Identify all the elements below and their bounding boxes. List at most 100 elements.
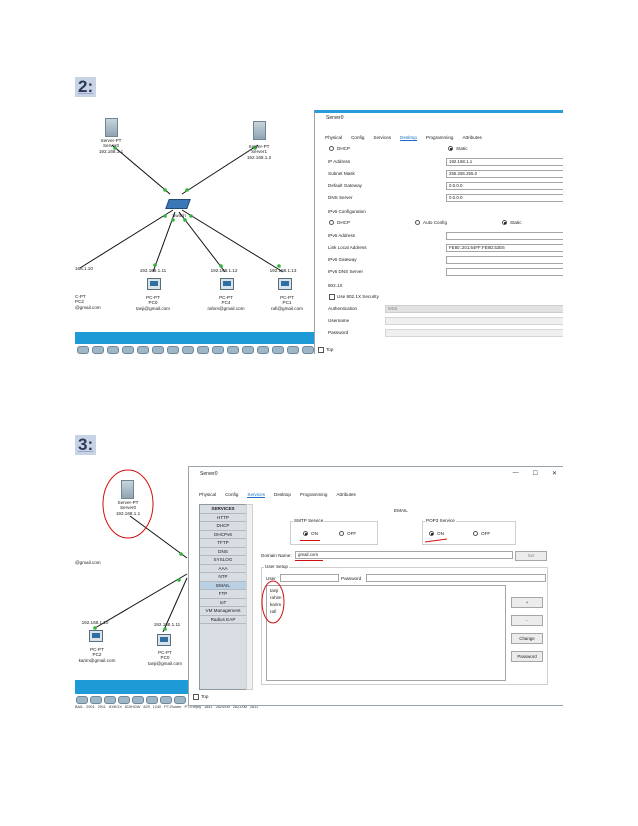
services-scrollbar[interactable] xyxy=(246,504,253,690)
device-type-label[interactable]: 2620XM xyxy=(215,705,230,709)
server0-icon[interactable] xyxy=(105,118,118,137)
device-type-label[interactable]: 2811 xyxy=(249,705,259,709)
password-field[interactable] xyxy=(366,574,546,582)
static-radio[interactable] xyxy=(448,146,453,151)
service-dns[interactable]: DNS xyxy=(200,548,246,556)
tab-config[interactable]: Config xyxy=(351,135,365,140)
default-gateway-field[interactable]: 0.0.0.0 xyxy=(446,182,563,190)
device-icon[interactable] xyxy=(92,346,104,354)
user-field[interactable] xyxy=(280,574,339,582)
device-type-label[interactable]: 1240 xyxy=(152,705,162,709)
subnet-mask-field[interactable]: 255.255.255.0 xyxy=(446,170,563,178)
tab-desktop[interactable]: Desktop xyxy=(400,135,417,141)
minimize-icon[interactable]: — xyxy=(512,470,519,476)
ipv6-static-radio[interactable] xyxy=(502,220,507,225)
link-local-field[interactable]: FE80::201:64FF:FE9D:52E6 xyxy=(446,244,563,252)
device-icon[interactable] xyxy=(242,346,254,354)
device-icon[interactable] xyxy=(197,346,209,354)
smtp-off-radio[interactable] xyxy=(339,531,344,536)
ip-address-field[interactable]: 192.168.1.1 xyxy=(446,158,563,166)
tab-services[interactable]: Services xyxy=(373,135,392,140)
server0-icon[interactable] xyxy=(121,480,134,499)
service-ntp[interactable]: NTP xyxy=(200,573,246,582)
remove-user-button[interactable]: - xyxy=(511,615,543,626)
smtp-on-radio[interactable] xyxy=(303,531,308,536)
ipv6-gateway-field[interactable] xyxy=(446,256,563,264)
device-icon[interactable] xyxy=(118,696,130,704)
password-field[interactable] xyxy=(385,329,563,337)
service-syslog[interactable]: SYSLOG xyxy=(200,556,246,565)
tab-desktop[interactable]: Desktop xyxy=(274,492,291,497)
device-type-label[interactable]: PT-Router xyxy=(164,705,182,709)
service-radius-eap[interactable]: Radius EAP xyxy=(200,616,246,624)
pc0-icon[interactable] xyxy=(157,634,171,646)
device-icon[interactable] xyxy=(160,696,172,704)
service-tftp[interactable]: TFTP xyxy=(200,539,246,548)
ipv6-address-field[interactable] xyxy=(446,232,563,240)
username-field[interactable] xyxy=(385,317,563,325)
top-checkbox[interactable] xyxy=(318,347,324,353)
service-aaa[interactable]: AAA xyxy=(200,565,246,573)
tab-programming[interactable]: Programming xyxy=(299,492,328,497)
device-icon[interactable] xyxy=(182,346,194,354)
device-type-label[interactable]: PT-Empty xyxy=(184,705,202,709)
authentication-select[interactable]: MD5 xyxy=(385,305,563,313)
user-list-item[interactable]: rahim xyxy=(270,595,282,600)
pc1-icon[interactable] xyxy=(278,278,292,290)
device-icon[interactable] xyxy=(104,696,116,704)
tab-physical[interactable]: Physical xyxy=(199,492,217,497)
switch-icon[interactable] xyxy=(165,199,191,209)
maximize-icon[interactable]: ☐ xyxy=(532,471,538,477)
device-icon[interactable] xyxy=(167,346,179,354)
tab-attributes[interactable]: Attributes xyxy=(462,135,482,140)
device-icon[interactable] xyxy=(174,696,186,704)
device-icon[interactable] xyxy=(257,346,269,354)
service-vm-management[interactable]: VM Management xyxy=(200,607,246,616)
dns-server-field[interactable]: 0.0.0.0 xyxy=(446,194,563,202)
device-type-label[interactable]: 2911 xyxy=(97,705,106,709)
dhcp-radio[interactable] xyxy=(329,146,334,151)
service-http[interactable]: HTTP xyxy=(200,514,246,522)
device-type-label[interactable]: 2901 xyxy=(86,705,95,709)
service-email[interactable]: EMAIL xyxy=(200,581,246,590)
pc4-icon[interactable] xyxy=(220,278,234,290)
ipv6-dns-field[interactable] xyxy=(446,268,563,276)
set-button[interactable]: Set xyxy=(515,551,547,561)
device-icon[interactable] xyxy=(132,696,144,704)
pc0-icon[interactable] xyxy=(147,278,161,290)
device-type-label[interactable]: 1841 xyxy=(204,705,213,709)
service-dhcpv6[interactable]: DHCPv6 xyxy=(200,531,246,539)
password-button[interactable]: Password xyxy=(511,651,543,662)
device-icon[interactable] xyxy=(107,346,119,354)
device-icon[interactable] xyxy=(302,346,314,354)
close-icon[interactable]: ✕ xyxy=(551,471,557,477)
service-iot[interactable]: IoT xyxy=(200,599,246,607)
device-icon[interactable] xyxy=(152,346,164,354)
device-type-label[interactable]: 819HGW xyxy=(124,705,141,709)
tab-programming[interactable]: Programming xyxy=(425,135,454,140)
device-icon[interactable] xyxy=(77,346,89,354)
add-user-button[interactable]: + xyxy=(511,597,543,608)
device-icon[interactable] xyxy=(146,696,158,704)
tab-physical[interactable]: Physical xyxy=(325,135,343,140)
service-dhcp[interactable]: DHCP xyxy=(200,522,246,531)
user-list-item[interactable]: tanji xyxy=(270,588,279,593)
device-icon[interactable] xyxy=(122,346,134,354)
device-icon[interactable] xyxy=(227,346,239,354)
device-type-label[interactable]: 819IOX xyxy=(108,705,122,709)
tab-attributes[interactable]: Attributes xyxy=(336,492,356,497)
device-type-label[interactable]: 829 xyxy=(143,705,150,709)
user-list-item[interactable]: karim xyxy=(270,602,282,607)
top-checkbox[interactable] xyxy=(193,694,199,700)
pc2-icon[interactable] xyxy=(89,630,103,642)
use-dot1x-checkbox[interactable] xyxy=(329,294,335,300)
pop3-off-radio[interactable] xyxy=(473,531,478,536)
service-ftp[interactable]: FTP xyxy=(200,590,246,599)
device-icon[interactable] xyxy=(212,346,224,354)
tab-config[interactable]: Config xyxy=(225,492,239,497)
device-icon[interactable] xyxy=(272,346,284,354)
domain-name-field[interactable]: gmail.com xyxy=(295,551,513,559)
device-type-label[interactable]: BAIL xyxy=(75,705,84,709)
device-icon[interactable] xyxy=(90,696,102,704)
tab-services[interactable]: Services xyxy=(247,492,266,498)
